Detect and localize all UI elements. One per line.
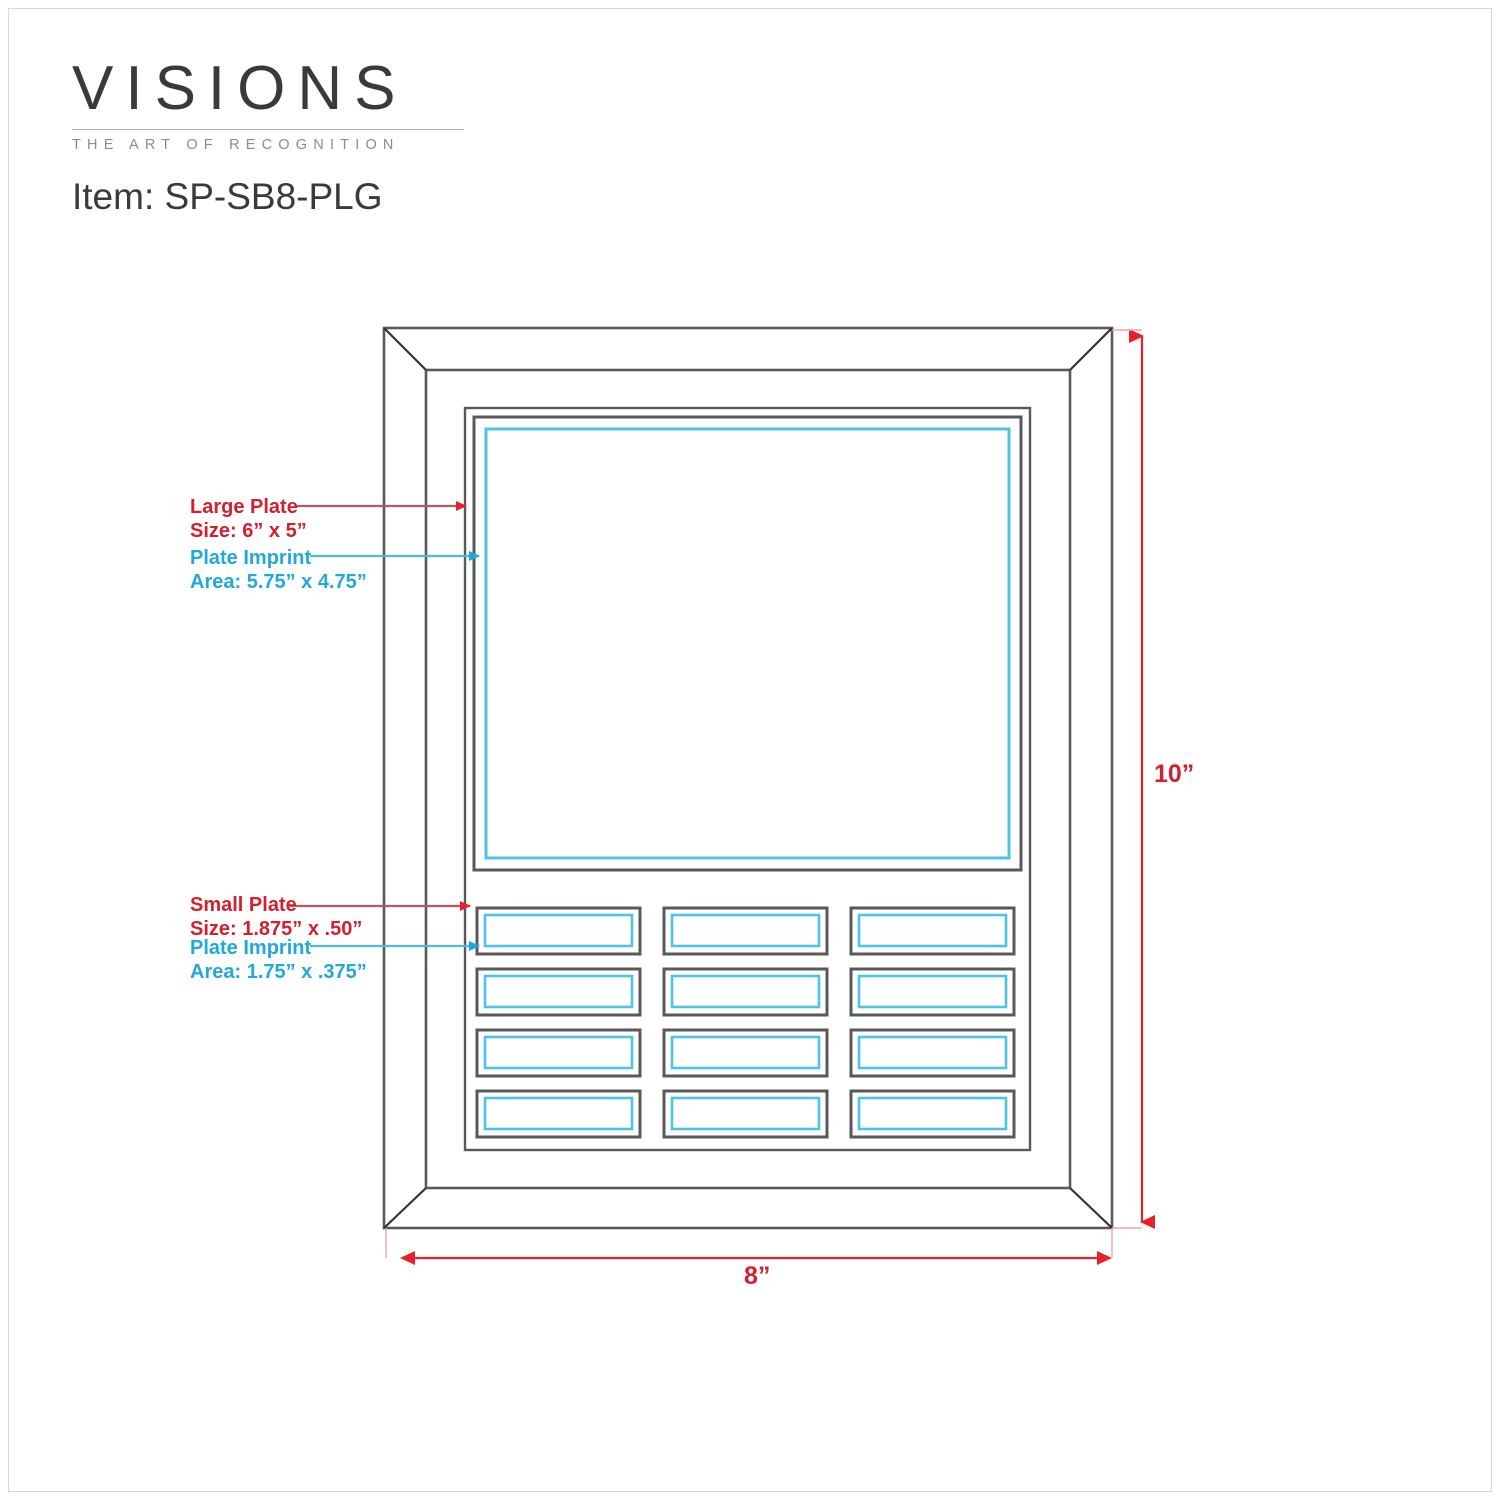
small-plate-imprint-area — [670, 913, 821, 948]
item-code-line: Item: SP-SB8-PLG — [72, 176, 383, 218]
brand-logo: VISIONS THE ART OF RECOGNITION — [72, 58, 492, 153]
callout-small-plate-line1: Small Plate — [190, 894, 297, 916]
small-plate — [849, 906, 1016, 956]
large-plate — [472, 415, 1023, 872]
small-plate-imprint-area — [483, 1035, 634, 1070]
brand-tagline: THE ART OF RECOGNITION — [72, 137, 400, 153]
small-plate — [475, 906, 642, 956]
callout-small-plate-imprint-line2: Area: 1.75” x .375” — [190, 961, 367, 983]
callout-large-plate-imprint-line1: Plate Imprint — [190, 547, 312, 569]
small-plate — [475, 967, 642, 1017]
callout-large-plate-imprint: Plate Imprint Area: 5.75” x 4.75” — [190, 546, 367, 594]
large-plate-imprint-area — [484, 427, 1011, 860]
callout-small-plate-imprint: Plate Imprint Area: 1.75” x .375” — [190, 936, 367, 984]
small-plate — [662, 906, 829, 956]
small-plate-imprint-area — [670, 1035, 821, 1070]
item-label: Item: — [72, 176, 155, 217]
dimension-label-height: 10” — [1154, 760, 1195, 788]
small-plate-imprint-area — [857, 974, 1008, 1009]
small-plate — [662, 1028, 829, 1078]
small-plate — [849, 1028, 1016, 1078]
small-plate — [662, 1089, 829, 1139]
small-plate-imprint-area — [857, 913, 1008, 948]
small-plate — [475, 1028, 642, 1078]
dimension-label-width: 8” — [744, 1262, 771, 1290]
small-plate-imprint-area — [670, 974, 821, 1009]
small-plate-imprint-area — [483, 913, 634, 948]
item-code: SP-SB8-PLG — [164, 176, 383, 217]
small-plate-imprint-area — [483, 974, 634, 1009]
small-plate — [849, 1089, 1016, 1139]
small-plate — [662, 967, 829, 1017]
small-plate-imprint-area — [483, 1096, 634, 1131]
small-plate — [475, 1089, 642, 1139]
small-plate-imprint-area — [857, 1035, 1008, 1070]
callout-large-plate-line2: Size: 6” x 5” — [190, 520, 307, 542]
page-border — [8, 8, 1492, 1492]
callout-small-plate-imprint-line1: Plate Imprint — [190, 937, 312, 959]
small-plate-imprint-area — [857, 1096, 1008, 1131]
callout-large-plate-line1: Large Plate — [190, 496, 298, 518]
frame-bevel-miters — [383, 327, 1113, 1229]
small-plate-grid — [475, 906, 1016, 1139]
small-plate — [849, 967, 1016, 1017]
small-plate-imprint-area — [670, 1096, 821, 1131]
callout-small-plate: Small Plate Size: 1.875” x .50” — [190, 893, 362, 941]
callout-large-plate-imprint-line2: Area: 5.75” x 4.75” — [190, 571, 367, 593]
brand-wordmark: VISIONS — [72, 54, 408, 123]
brand-divider — [72, 129, 464, 130]
callout-large-plate: Large Plate Size: 6” x 5” — [190, 495, 307, 543]
callout-small-plate-line2: Size: 1.875” x .50” — [190, 918, 363, 940]
